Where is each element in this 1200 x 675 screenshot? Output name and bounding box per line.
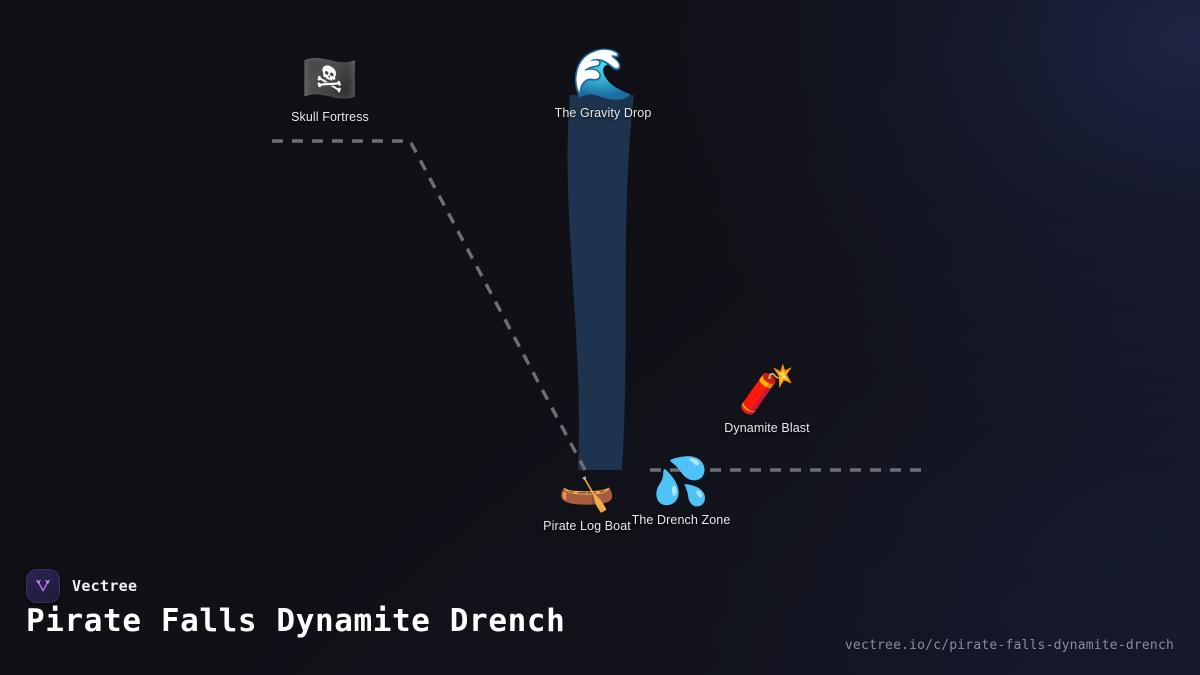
sweat-droplets-icon: 💦 xyxy=(652,455,710,507)
map-node-dynamite-blast[interactable]: 🧨 Dynamite Blast xyxy=(724,363,809,435)
page-title: Pirate Falls Dynamite Drench xyxy=(26,603,566,639)
map-node-the-gravity-drop[interactable]: 🌊 The Gravity Drop xyxy=(555,48,652,120)
concept-map-canvas[interactable]: 🏴‍☠️ Skull Fortress 🌊 The Gravity Drop 🧨… xyxy=(0,0,1200,560)
pirate-flag-icon: 🏴‍☠️ xyxy=(301,52,359,104)
map-node-label: Skull Fortress xyxy=(291,110,369,124)
vectree-v-glyph-icon xyxy=(36,579,50,593)
gravity-drop-water-flume xyxy=(567,95,634,470)
map-node-label: Dynamite Blast xyxy=(724,421,810,435)
wave-icon: 🌊 xyxy=(571,46,635,102)
map-node-skull-fortress[interactable]: 🏴‍☠️ Skull Fortress xyxy=(291,52,369,124)
canoe-icon: 🛶 xyxy=(558,461,616,513)
map-node-label: Pirate Log Boat xyxy=(543,519,631,533)
map-node-pirate-log-boat[interactable]: 🛶 Pirate Log Boat xyxy=(543,461,631,533)
vectree-logo-icon xyxy=(26,569,60,603)
map-node-label: The Drench Zone xyxy=(631,513,731,527)
footer-bar: Vectree Pirate Falls Dynamite Drench vec… xyxy=(0,555,1200,675)
map-node-the-drench-zone[interactable]: 💦 The Drench Zone xyxy=(632,455,731,527)
map-node-label: The Gravity Drop xyxy=(554,106,652,120)
edge-skull-fortress-to-log-boat[interactable] xyxy=(272,139,587,471)
page-url: vectree.io/c/pirate-falls-dynamite-drenc… xyxy=(844,638,1174,653)
brand-row[interactable]: Vectree xyxy=(26,569,137,603)
brand-name: Vectree xyxy=(72,577,138,595)
firecracker-icon: 🧨 xyxy=(738,363,796,415)
